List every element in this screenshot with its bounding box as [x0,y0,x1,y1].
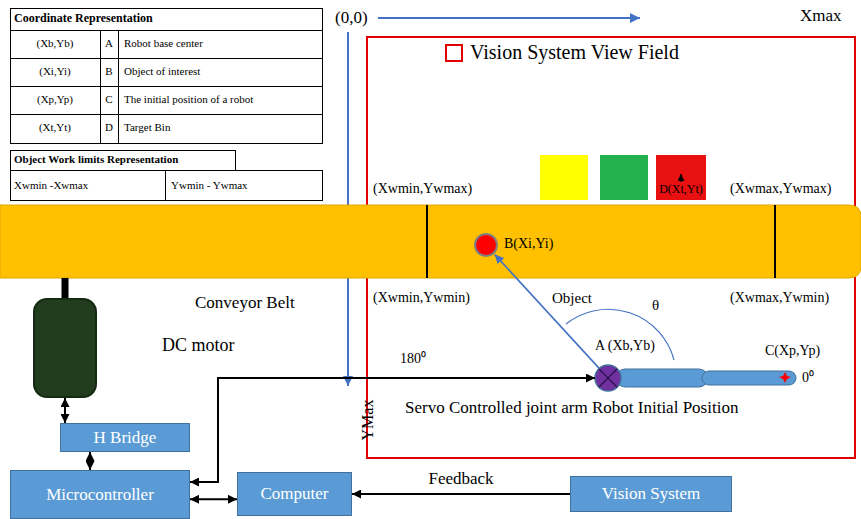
label: (Xi,Yi) [10,65,100,78]
box-label: Vision System [602,484,701,504]
connector [64,398,66,423]
connector [352,493,570,495]
box-label: Microcontroller [46,485,154,505]
label: (0,0) [335,8,368,28]
legend-sample [446,45,462,61]
label: (Xwmax,Ywmin) [730,290,829,306]
base-cross [599,369,617,387]
label: Servo Controlled joint arm Robot Initial… [405,398,738,418]
node-label: B(Xi,Yi) [504,236,553,252]
robot-link [616,369,708,387]
label: C(Xp,Yp) [765,343,820,359]
box-label: Computer [261,484,329,504]
label: (Xwmin,Ywmax) [373,181,472,197]
label: Object [552,290,592,307]
label: B [100,65,118,78]
label: C [100,93,118,106]
object-circle [475,234,497,256]
label: Robot base center [124,37,203,50]
node-label: D(Xt,Yt) [657,183,705,197]
legend-label: Vision System View Field [470,41,679,64]
microcontroller-box: Microcontroller [10,470,190,519]
label: (Xwmin,Ywmin) [373,290,470,306]
red-bin [656,155,706,200]
label: (Xb,Yb) [10,37,100,50]
connector [495,255,599,369]
label: YMax [359,400,377,441]
label: (Xp,Yp) [10,93,100,106]
label: D [100,121,118,134]
node-label: Conveyor Belt [195,293,295,313]
robot-base [595,365,621,391]
target-bin: D(Xt,Yt) [656,155,706,200]
label: Object of interest [124,65,200,78]
vision-system-box: Vision System [570,476,732,512]
label: The initial position of a robot [124,93,253,106]
connector [89,452,91,470]
node-label: DC motor [162,335,235,356]
box-label: H Bridge [94,428,157,448]
label: Target Bin [124,121,170,134]
x-axis-arrow [378,17,640,19]
label: Xwmin -Xwmax [14,179,88,192]
coordinate-table [10,9,323,144]
base-cross [599,369,617,387]
robot-link [702,371,796,385]
computer-box: Computer [237,472,352,516]
node-label: A (Xb,Yb) [595,338,655,354]
label: 180⁰ [400,351,426,367]
label: Ywmin - Ywmax [171,179,248,192]
angle-arc [566,309,674,360]
gripper-point [779,372,791,383]
label: 0⁰ [802,370,814,386]
connector [190,498,237,500]
dc-motor: DC motor [33,298,97,398]
conveyor-band [0,205,861,278]
green-bin [600,155,648,200]
edge-label: Feedback [426,469,495,489]
yellow-bin [540,155,588,200]
label: Coordinate Representation [14,12,153,26]
label: (Xt,Yt) [10,121,100,134]
object-node: B(Xi,Yi) [474,233,498,257]
work-limits-table [11,151,323,201]
label: (Xwmax,Ywmax) [730,181,831,197]
conveyor-belt: Conveyor BeltB(Xi,Yi) [0,205,861,278]
work-limit-line [426,205,428,278]
connector [190,378,595,482]
label: Object Work limits Representation [14,153,178,166]
label: θ [652,297,659,314]
robot-base-node: A (Xb,Yb) [595,365,621,391]
label: A [100,37,118,50]
bin-arrow [680,174,682,182]
label: Xmax [800,6,842,26]
motor-shaft [62,278,69,298]
work-limit-line [774,205,776,278]
h-bridge-box: H Bridge [60,423,190,452]
